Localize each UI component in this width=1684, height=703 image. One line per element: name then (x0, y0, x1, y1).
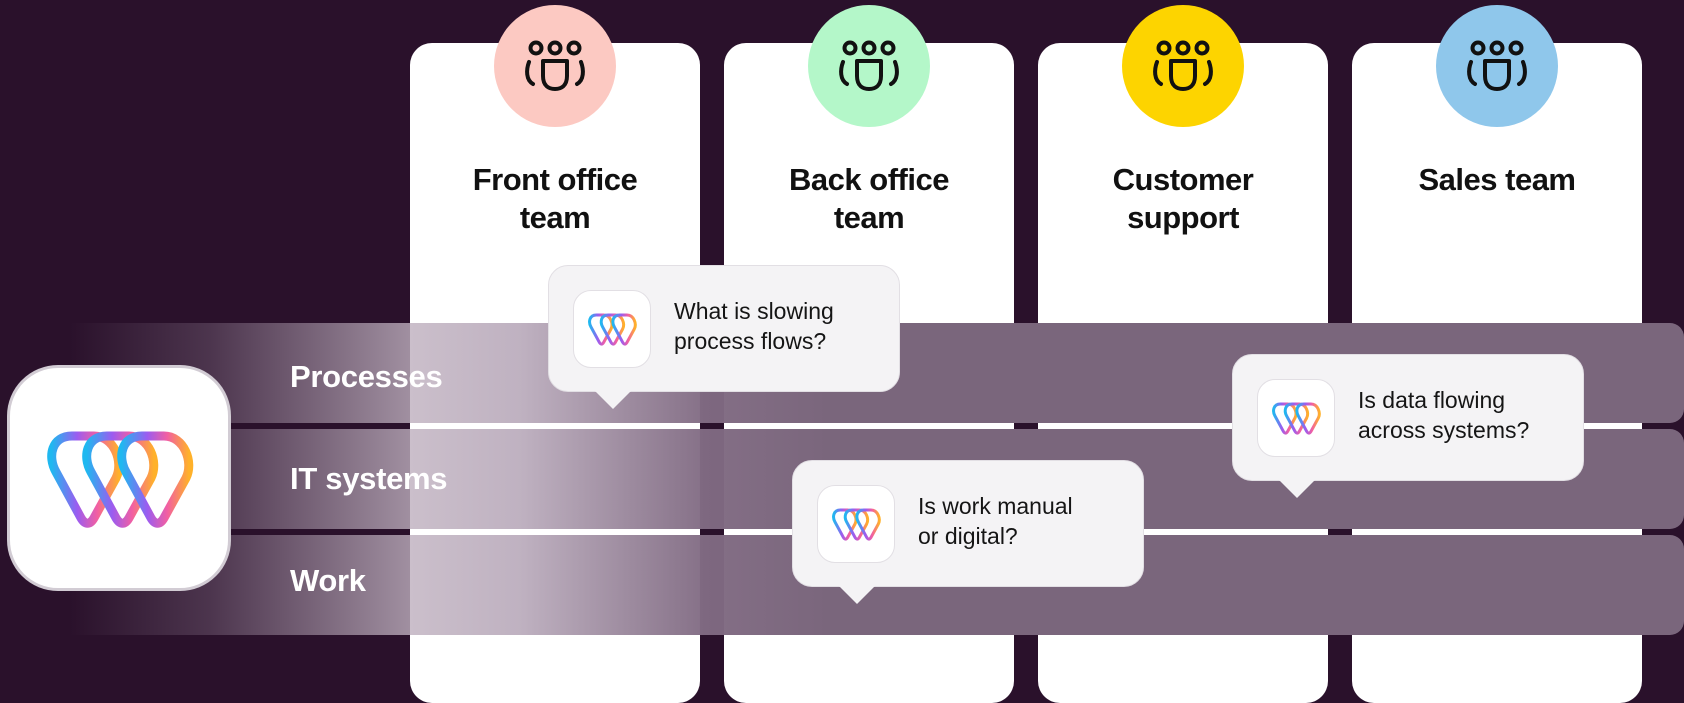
team-icon (494, 5, 616, 127)
layer-label-work: Work (290, 563, 366, 598)
callout-tail (595, 391, 631, 409)
team-title: Sales team (1418, 162, 1577, 197)
app-logo-icon (817, 485, 895, 563)
team-icon (1436, 5, 1558, 127)
team-title: Back office team (789, 162, 949, 235)
app-logo-icon (573, 290, 651, 368)
layer-label-processes: Processes (290, 359, 443, 394)
app-logo-icon (44, 428, 194, 528)
callout-text: What is slowing process flows? (674, 298, 834, 354)
callout-tail (839, 586, 875, 604)
callout-manual-digital: Is work manual or digital? (792, 460, 1144, 604)
team-title: Front office team (472, 162, 638, 235)
team-icon (1122, 5, 1244, 127)
app-logo-tile (10, 368, 228, 588)
callout-process-flows: What is slowing process flows? (548, 265, 900, 409)
app-logo-icon (1257, 379, 1335, 457)
callout-tail (1279, 480, 1315, 498)
callout-data-flow: Is data flowing across systems? (1232, 354, 1584, 498)
team-icon (808, 5, 930, 127)
callout-text: Is work manual or digital? (918, 493, 1073, 549)
callout-text: Is data flowing across systems? (1358, 387, 1530, 443)
team-title: Customer support (1112, 162, 1254, 235)
layer-label-it-systems: IT systems (290, 461, 448, 496)
